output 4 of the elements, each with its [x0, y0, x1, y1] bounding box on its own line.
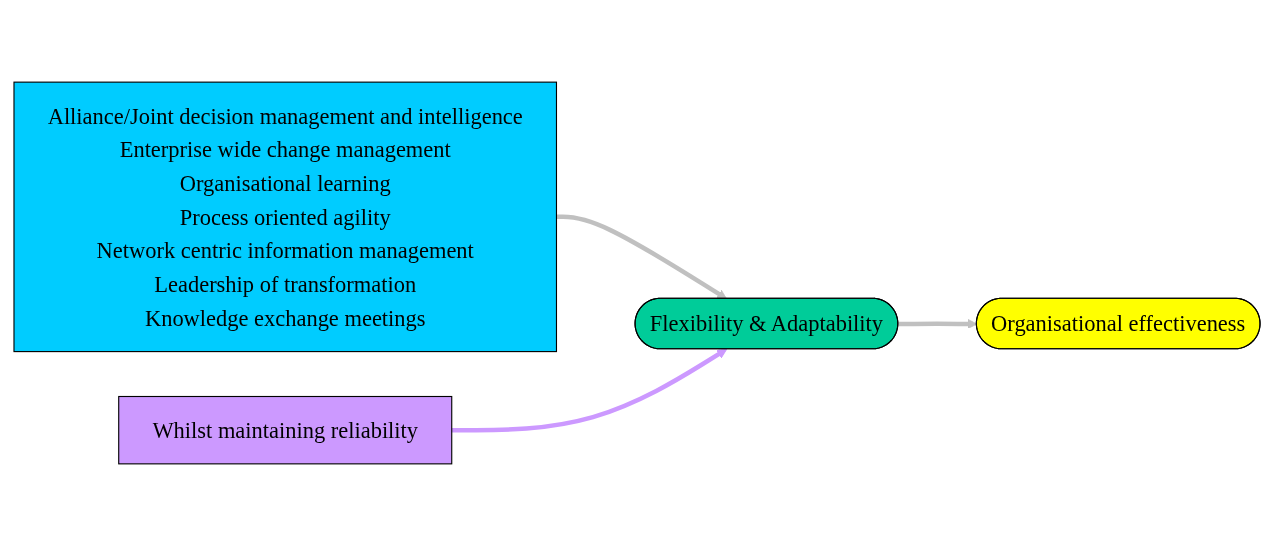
arrow	[556, 214, 727, 300]
arrow	[451, 348, 727, 433]
node-box: Whilst maintaining reliability	[118, 395, 453, 465]
node-box: Alliance/Joint decision management and intelligence Enterprise wide change management Organisational learning Process oriented agility Network centric information management Leadership of transformation Knowledge exchange meetings	[13, 81, 558, 353]
